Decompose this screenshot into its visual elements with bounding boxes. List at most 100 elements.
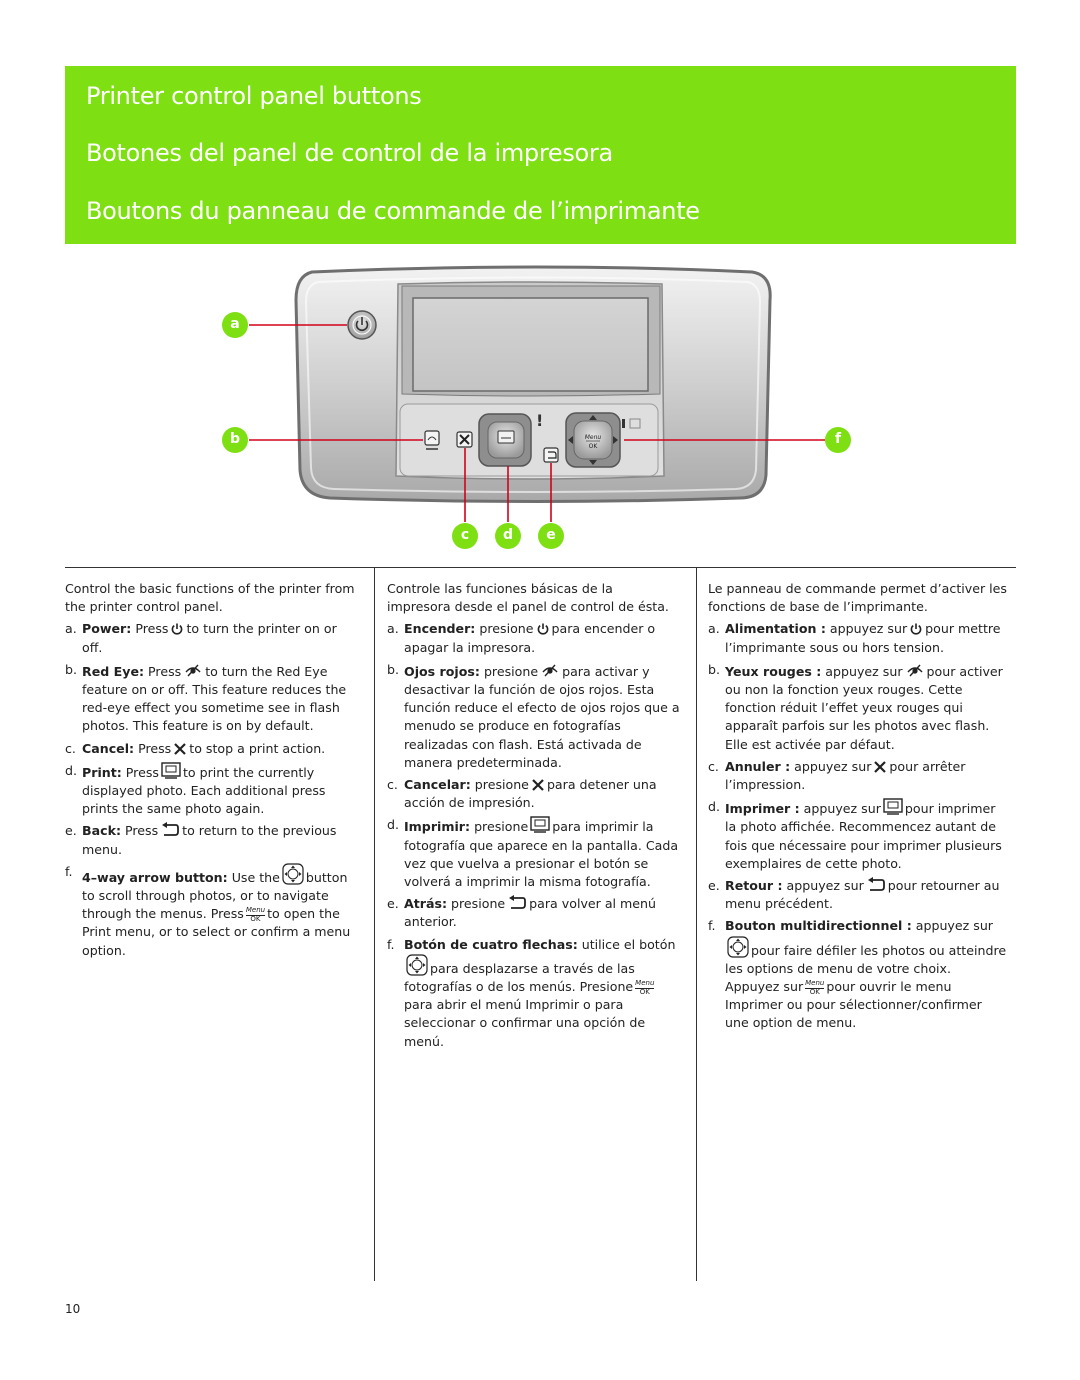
item-pre: presione (483, 663, 539, 679)
item-letter: b. (708, 661, 720, 677)
cancel-x-icon (873, 760, 887, 774)
item-pre: presione (479, 621, 534, 637)
print-icon (883, 798, 903, 816)
item-post: pour activer ou non la fonction yeux rou… (725, 663, 1003, 752)
panel-menu-label: Menu (585, 434, 602, 441)
power-icon (170, 622, 184, 636)
callout-lines (249, 324, 825, 522)
back-arrow-icon (866, 877, 886, 893)
item-letter: a. (708, 621, 720, 637)
item-post: para encender o apagar la impresora. (404, 621, 656, 655)
item-term: Encender: (404, 621, 476, 637)
item-term: Annuler : (725, 758, 791, 774)
callout-e: e (538, 523, 564, 549)
callout-b: b (222, 427, 248, 453)
item-pre: Press (148, 663, 182, 679)
column-divider-1 (374, 567, 375, 1281)
svg-text:!: ! (536, 411, 543, 430)
title-french: Boutons du panneau de commande de l’impr… (86, 197, 700, 225)
item-post: pour retourner au menu précédent. (725, 878, 1000, 912)
item-letter: d. (65, 762, 77, 778)
item-post: para volver al menú anterior. (404, 896, 657, 930)
item-pre: appuyez sur (825, 663, 903, 679)
item-letter: c. (708, 758, 719, 774)
item-term: Back: (82, 823, 121, 839)
callout-c: c (452, 523, 478, 549)
section-divider (65, 567, 1016, 568)
item-letter: a. (387, 621, 399, 637)
back-arrow-icon (160, 822, 180, 838)
item-post: pour imprimer la photo affichée. Recomme… (725, 801, 1002, 871)
print-icon (530, 816, 550, 834)
item-pre: appuyez sur (794, 758, 872, 774)
red-eye-button (424, 430, 440, 446)
item-term: Power: (82, 621, 132, 637)
item-letter: b. (65, 661, 77, 677)
red-eye-icon (540, 661, 560, 679)
item-post: to turn the Red Eye feature on or off. T… (82, 663, 347, 734)
column-spanish: Controle las funciones básicas de la imp… (387, 580, 680, 1055)
item-post: to stop a print action. (189, 740, 326, 756)
item-letter: e. (708, 878, 720, 894)
item-pre: Press (135, 621, 169, 637)
spanish-intro: Controle las funciones básicas de la imp… (387, 581, 669, 615)
item-post: para activar y desactivar la función de … (404, 663, 680, 770)
item-post: to open the Print menu, or to select or … (82, 906, 351, 958)
control-panel-illustration: ! Menu OK (249, 265, 825, 522)
item-term: Alimentation : (725, 621, 826, 637)
title-spanish: Botones del panel de control de la impre… (86, 139, 613, 167)
item-post: para imprimir la fotografía que aparece … (404, 819, 679, 890)
item-term: Retour : (725, 878, 783, 894)
item-term: Bouton multidirectionnel : (725, 918, 912, 934)
item-post: to turn the printer on or off. (82, 621, 337, 655)
cancel-x-icon (531, 778, 545, 792)
item-pre: appuyez sur (915, 918, 993, 934)
spanish-item: f.Botón de cuatro flechas: utilice el bo… (387, 936, 680, 1051)
panel-ok-label: OK (589, 443, 599, 450)
item-post: to return to the previous menu. (82, 823, 337, 857)
item-pre: presione (474, 777, 529, 793)
four-way-arrow-icon (727, 936, 749, 958)
item-post: pour ouvrir le menu Imprimer ou pour sél… (725, 979, 982, 1031)
column-divider-2 (696, 567, 697, 1281)
title-english: Printer control panel buttons (86, 82, 422, 110)
cancel-x-icon (173, 742, 187, 756)
column-french: Le panneau de commande permet d’activer … (708, 580, 1008, 1037)
item-post: pour arrêter l’impression. (725, 758, 966, 793)
item-term: Botón de cuatro flechas: (404, 936, 578, 952)
callout-d: d (495, 523, 521, 549)
print-icon (161, 762, 181, 780)
french-intro: Le panneau de commande permet d’activer … (708, 581, 1007, 615)
item-letter: c. (65, 740, 76, 756)
four-way-arrow-icon (282, 863, 304, 885)
item-mid: para desplazarse a través de las fotogra… (404, 960, 635, 995)
item-term: Imprimir: (404, 819, 471, 835)
red-eye-icon (905, 661, 925, 679)
item-term: 4–way arrow button: (82, 869, 228, 885)
item-letter: b. (387, 661, 399, 677)
item-term: Print: (82, 764, 122, 780)
item-pre: Use the (231, 869, 280, 885)
item-letter: d. (708, 799, 720, 815)
item-pre: appuyez sur (786, 878, 864, 894)
item-post: para abrir el menú Imprimir o para selec… (404, 997, 646, 1049)
item-pre: appuyez sur (829, 621, 908, 637)
english-intro: Control the basic functions of the print… (65, 581, 355, 615)
four-way-arrow-icon (406, 954, 428, 976)
item-term: Red Eye: (82, 663, 145, 679)
